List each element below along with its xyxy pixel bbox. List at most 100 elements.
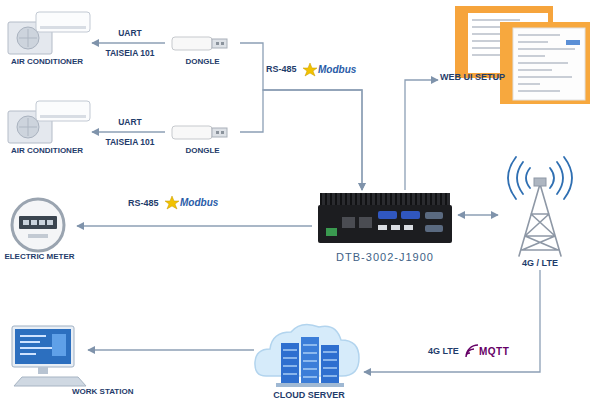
server-node: CLOUD SERVER [254,320,364,402]
box-pc-icon [391,225,400,230]
setup-node: WEB UI SETUP [438,2,592,104]
cloud-server-icon [281,343,299,383]
modbus-logo-star [165,63,317,209]
node-label: DONGLE [165,58,240,67]
protocol-logo: Modbus [180,197,230,208]
node-label: DTB-3002-J1900 [312,251,458,263]
workstation-icon [12,326,86,386]
air-conditioner-icon [19,29,37,47]
connector [458,214,498,215]
cell-tower-icon [550,157,572,199]
device-node: AIR CONDITIONER [2,97,92,159]
workstation-icon [52,334,66,356]
connector-label: RS-485 [266,65,310,75]
dongle-icon [216,131,219,134]
web-ui-screens [566,40,580,45]
box-pc-icon [404,225,413,230]
cloud-server-icon [276,383,344,387]
workstation-icon [20,336,52,354]
air-conditioner-icon [8,101,90,143]
device-node: DONGLE [165,32,240,70]
cloud-server-icon [283,345,337,377]
gateway-node: DTB-3002-J1900 [312,190,458,264]
dongle-icon [221,42,224,45]
connector [405,80,438,190]
electric-meter-icon [28,234,48,238]
cloud-server-icon [321,345,339,383]
electric-meter-icon [12,199,64,251]
box-pc-icon [320,193,450,206]
box-pc-icon [378,225,387,230]
workstation-icon [14,377,86,386]
connector-label: UART TAISEIA 101 [103,23,157,63]
node-label: WEB UI SETUP [440,73,520,83]
air-conditioner-icon [40,26,86,29]
box-pc-icon [378,211,397,219]
dongle-icon [172,126,227,139]
box-pc-icon [401,211,420,219]
connector [240,90,362,190]
cell-tower-icon [508,157,572,256]
connector [92,42,165,43]
connector-label: RS-485 [128,199,172,209]
dongle-icon [216,42,219,45]
workstation-icon [12,326,74,367]
box-pc-icon [359,217,372,228]
protocol-logo: Modbus [318,64,368,75]
dongle-icon [212,128,227,137]
node-label: DONGLE [165,147,240,156]
network-node: 4G / LTE [498,154,582,270]
device-node: DONGLE [165,121,240,159]
connector-label: UART TAISEIA 101 [103,112,157,152]
dongle-icon [172,37,227,50]
cell-tower-icon [519,184,561,256]
node-label: 4G / LTE [498,259,582,269]
cell-tower-icon [508,157,530,199]
dongle-icon [212,39,227,48]
protocol-logo: MQTT [479,346,519,357]
web-ui-screens [513,28,585,100]
cell-tower-icon [534,178,546,186]
web-ui-screens [500,22,590,104]
modbus-logo-star [165,196,179,209]
dongle-icon [172,126,212,139]
connector [88,349,254,350]
workstation-icon [38,367,48,374]
device-node: ELECTRIC METER [2,195,77,265]
box-pc-icon [342,217,355,228]
cloud-server-icon [255,324,359,387]
device-node: AIR CONDITIONER [2,8,92,70]
box-pc-icon [318,193,452,243]
electric-meter-icon [23,220,53,225]
client-node: WORK STATION [4,318,88,398]
mqtt-logo-icon [466,345,478,357]
electric-meter-icon [19,216,57,229]
connector [92,131,165,132]
connector [77,225,312,226]
node-label: ELECTRIC METER [2,253,77,262]
web-ui-screens [455,6,590,104]
node-label: WORK STATION [72,388,144,397]
air-conditioner-icon [19,118,37,136]
modbus-logo-star [303,63,317,76]
box-pc-icon [425,225,443,232]
air-conditioner-icon [36,12,90,32]
cloud-server-icon [301,337,319,383]
node-label: CLOUD SERVER [254,391,364,401]
connector-label: 4G LTE [428,347,468,357]
box-pc-icon [318,205,452,243]
electric-meter-icon [12,199,64,251]
workstation-icon [15,329,71,364]
node-label: AIR CONDITIONER [2,147,92,156]
air-conditioner-icon [40,115,86,118]
box-pc-icon [320,193,450,206]
mqtt-logo-icon [466,345,478,357]
air-conditioner-icon [36,101,90,121]
dongle-icon [172,37,212,50]
connector [364,270,540,372]
air-conditioner-icon [8,12,90,54]
box-pc-icon [425,212,443,219]
node-label: AIR CONDITIONER [2,58,92,67]
